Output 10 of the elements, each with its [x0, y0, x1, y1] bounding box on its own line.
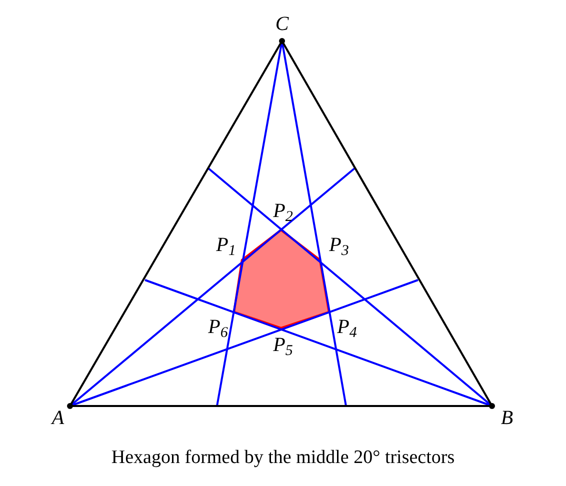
point-label: A [52, 408, 64, 428]
point-label: P$_{6}$ [208, 317, 228, 337]
point-label: P$_{4}$ [337, 317, 357, 337]
point-label: P$_{2}$ [273, 201, 293, 221]
point-label: P$_{1}$ [216, 235, 236, 255]
point-label: B [500, 408, 514, 428]
caption: Hexagon formed by the middle 20° trisectors [110, 448, 456, 467]
point-label: C [275, 14, 289, 34]
point-label: P$_{5}$ [273, 335, 293, 355]
point-label: P$_{3}$ [329, 235, 349, 255]
